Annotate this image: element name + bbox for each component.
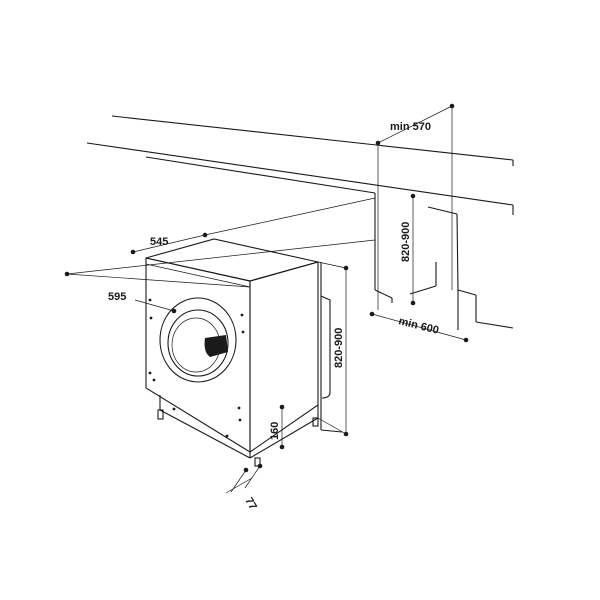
dim-cabinet-height: 820-900 [400,193,416,306]
dim-77: 77 [225,463,263,513]
door-outer [159,297,237,383]
door-inner [167,309,229,377]
label-min-570: min 570 [390,121,431,133]
cabinet-rear-wall [374,193,514,330]
label-cabinet-height: 820-900 [400,222,412,262]
foot-front-left [157,409,164,420]
label-160: 160 [269,422,281,440]
dim-appliance-height: 820-900 [317,261,349,437]
label-appliance-height: 820-900 [333,328,345,368]
door-handle-icon [204,335,228,357]
dim-min-600: min 600 [369,311,469,343]
label-77: 77 [242,496,259,513]
side-panel [320,262,343,433]
countertop [86,115,514,215]
label-595: 595 [108,291,126,303]
label-545: 545 [150,236,168,248]
dim-595: 595 [64,239,376,314]
dim-160: 160 [269,404,285,450]
dim-min-570: min 570 [375,103,455,310]
foot-front-right [254,457,261,467]
dim-545: 545 [130,197,376,255]
washing-machine [145,238,319,467]
foot-rear-right [312,417,319,427]
label-min-600: min 600 [397,315,440,337]
